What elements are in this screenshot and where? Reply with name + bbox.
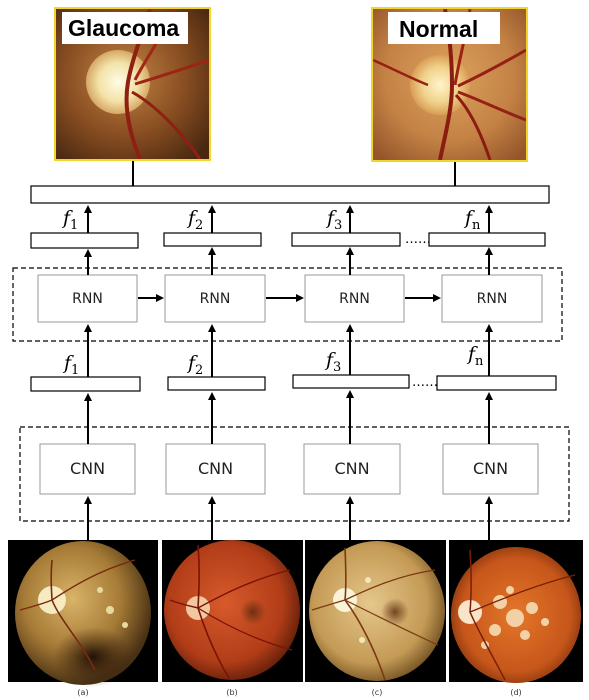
cnn-block-1: CNN (40, 444, 135, 494)
normal-label: Normal (399, 16, 478, 42)
glaucoma-label: Glaucoma (68, 15, 179, 41)
svg-text:RNN: RNN (72, 291, 103, 307)
input-fundus-image-a (8, 540, 158, 687)
rnn-block-n: RNN (442, 275, 542, 322)
rnn-block-2: RNN (165, 275, 265, 322)
svg-text:CNN: CNN (334, 459, 369, 478)
cnn-block-3: CNN (304, 444, 400, 494)
top-ellipsis: …… (405, 232, 431, 247)
bottom-ellipsis: …… (412, 375, 438, 390)
caption-a: (a) (77, 688, 88, 697)
bottom-feature-label-f3: f3 (324, 349, 341, 375)
caption-c: (c) (372, 688, 383, 697)
bottom-feature-label-f1: f1 (62, 352, 79, 378)
bottom-feature-label-fn: fn (466, 343, 484, 369)
input-fundus-image-d (449, 540, 583, 683)
bottom-feature-label-f2: f2 (186, 352, 203, 378)
rnn-output-box-n (429, 233, 545, 246)
input-fundus-image-b (162, 540, 303, 682)
rnn-output-box-3 (292, 233, 400, 246)
svg-text:RNN: RNN (339, 291, 370, 307)
svg-text:RNN: RNN (477, 291, 508, 307)
top-feature-label-f3: f3 (325, 207, 342, 233)
caption-d: (d) (510, 688, 521, 697)
cnn-output-box-1 (31, 377, 140, 391)
cnn-output-box-3 (293, 375, 409, 388)
svg-text:CNN: CNN (198, 459, 233, 478)
rnn-output-box-2 (164, 233, 261, 246)
rnn-block-1: RNN (38, 275, 137, 322)
top-feature-label-f1: f1 (61, 207, 78, 233)
svg-text:CNN: CNN (70, 459, 105, 478)
cnn-output-box-n (437, 376, 556, 390)
cnn-output-box-2 (168, 377, 265, 390)
input-fundus-image-c (305, 540, 446, 682)
rnn-block-3: RNN (305, 275, 404, 322)
cnn-block-n: CNN (443, 444, 538, 494)
svg-text:RNN: RNN (200, 291, 231, 307)
caption-b: (b) (226, 688, 237, 697)
top-feature-label-fn: fn (463, 207, 481, 233)
top-feature-label-f2: f2 (186, 207, 203, 233)
svg-text:CNN: CNN (473, 459, 508, 478)
cnn-block-2: CNN (166, 444, 265, 494)
classification-output-bar (31, 186, 549, 203)
rnn-output-box-1 (31, 233, 138, 248)
